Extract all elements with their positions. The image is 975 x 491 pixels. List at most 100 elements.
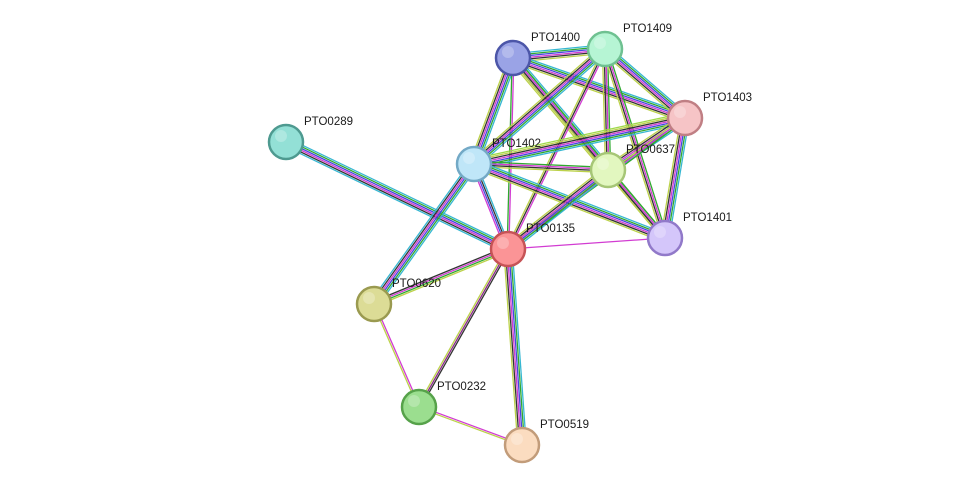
edge-channel-blue [474,49,606,166]
edge-channel-cyan [511,248,527,445]
node-circle[interactable] [589,151,627,189]
node-pto1403[interactable]: PTO1403 [666,92,752,137]
edge-channel-magenta [473,47,605,164]
node-circle[interactable] [503,426,541,464]
node-label: PTO0232 [437,381,486,393]
node-pto0232[interactable]: PTO0232 [400,381,486,426]
edge-channel-yellowgreen [511,61,684,123]
edge-channel-magenta [474,162,609,170]
edge-channel-green [475,50,608,167]
edge-pto0135-pto0232[interactable] [416,247,511,409]
edge-channel-yellowgreen [374,250,510,307]
edge-channel-blue [474,58,515,165]
edge-pto1409-pto1402[interactable] [470,45,609,168]
edge-pto1409-pto1401[interactable] [601,48,669,239]
edge-channel-black [511,59,685,122]
edge-channel-magenta [374,303,421,407]
edge-channel-yellowgreen [660,117,682,238]
edge-channel-yellowgreen [503,249,519,446]
node-pto0637[interactable]: PTO0637 [589,144,675,189]
edge-channel-cyan [283,145,507,254]
edge-channel-black [419,249,511,409]
edge-channel-magenta [507,168,608,249]
node-pto0289[interactable]: PTO0289 [267,116,353,161]
edge-channel-black [473,164,608,172]
edge-channel-cyan [287,137,511,246]
node-circle[interactable] [586,30,624,68]
edge-channel-black [471,46,604,163]
edge-pto1403-pto1401[interactable] [660,117,690,239]
node-circle[interactable] [455,145,493,183]
edge-channel-cyan [370,161,472,302]
edge-channel-yellowgreen [416,247,508,407]
edge-channel-green [666,118,689,239]
edge-pto1400-pto1403[interactable] [511,53,687,123]
edge-channel-magenta [285,142,508,251]
node-pto0135[interactable]: PTO0135 [489,223,575,268]
edge-channel-cyan [514,53,687,115]
node-circle[interactable] [489,230,527,268]
edge-pto0289-pto0135[interactable] [283,137,511,254]
node-circle[interactable] [267,123,305,161]
node-circle[interactable] [355,285,393,323]
edge-pto1402-pto0620[interactable] [370,161,478,307]
edge-pto1400-pto1402[interactable] [469,56,518,166]
edge-channel-magenta [506,249,522,446]
edge-channel-black [603,49,665,239]
edge-channel-cyan [376,166,478,307]
node-pto1409[interactable]: PTO1409 [586,23,672,68]
edge-channel-blue [513,56,686,118]
node-pto1400[interactable]: PTO1400 [494,32,580,77]
node-pto1402[interactable]: PTO1402 [455,138,541,183]
edge-channel-yellowgreen [473,114,685,162]
edge-channel-black [284,143,508,252]
edge-channel-yellowgreen [418,407,522,447]
edge-channel-green [513,54,687,117]
edge-channel-purple [418,248,509,408]
edge-channel-cyan [476,51,609,168]
edge-channel-blue [508,248,524,445]
edge-channel-black [470,56,512,164]
edge-pto0620-pto0232[interactable] [372,303,421,408]
edge-channel-blue [286,140,509,249]
edge-channel-blue [665,118,687,239]
node-pto0519[interactable]: PTO0519 [503,419,589,464]
edge-channel-green [375,165,477,306]
node-label: PTO0135 [526,223,575,235]
node-highlight [497,237,509,249]
node-label: PTO1409 [623,23,672,35]
edge-channel-green [286,139,510,248]
node-circle[interactable] [646,219,684,257]
edge-channel-black [472,165,665,241]
edge-pto1401-pto0135[interactable] [507,237,666,250]
node-pto0620[interactable]: PTO0620 [355,278,441,323]
edge-channel-black [371,162,473,303]
edge-channel-magenta [419,405,523,445]
edge-channel-black [473,115,685,163]
node-highlight [275,130,287,142]
edge-channel-yellowgreen [469,56,510,163]
node-highlight [674,106,686,118]
node-circle[interactable] [400,388,438,426]
edge-channel-lime [472,112,685,160]
node-label: PTO0620 [392,278,441,290]
edge-pto0135-pto0519[interactable] [503,248,527,446]
edge-pto0232-pto0519[interactable] [418,405,523,447]
edge-channel-black [504,249,521,446]
edge-channel-yellowgreen [470,45,603,162]
edge-pto0637-pto0135[interactable] [504,166,612,253]
edges-layer [283,44,690,447]
node-label: PTO0519 [540,419,589,431]
node-label: PTO0289 [304,116,353,128]
edge-pto0135-pto0620[interactable] [372,246,510,307]
edge-pto1403-pto1402[interactable] [472,112,687,170]
edge-channel-green [506,57,513,249]
edge-channel-yellowgreen [504,166,606,247]
node-circle[interactable] [666,99,704,137]
node-circle[interactable] [494,39,532,77]
node-pto1401[interactable]: PTO1401 [646,212,732,257]
edge-channel-black [603,49,608,171]
edge-channel-cyan [475,159,667,235]
edge-channel-cyan [474,122,687,170]
